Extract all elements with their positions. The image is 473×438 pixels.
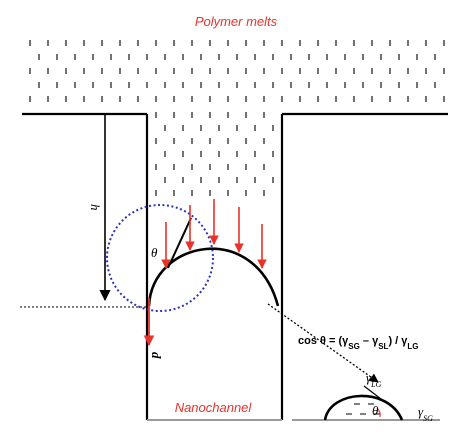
theta-label: θ — [151, 245, 158, 260]
channel-label: Nanochannel — [175, 400, 253, 415]
gamma-sg-label: γSG — [418, 404, 433, 423]
meniscus — [147, 247, 280, 307]
gamma-lg-label: γLG — [366, 370, 382, 389]
lg-tension-line — [363, 385, 386, 403]
droplet-fill-dashes — [346, 403, 380, 415]
polymer-melt-pattern — [29, 40, 445, 196]
contact-circle — [106, 204, 214, 312]
channel-outline — [22, 112, 448, 420]
tangent-line — [167, 217, 192, 269]
title-label: Polymer melts — [195, 14, 278, 29]
theta-drop-label: θ — [372, 403, 379, 418]
pressure-arrows — [161, 199, 267, 269]
inset-pointer — [267, 303, 379, 383]
young-equation: cos θ = (γSG – γSL) / γLG — [298, 335, 419, 351]
d-label: d — [149, 352, 164, 359]
droplet-outline — [323, 394, 404, 421]
h-label: h — [88, 204, 103, 211]
contact-angle-arc — [376, 407, 381, 418]
